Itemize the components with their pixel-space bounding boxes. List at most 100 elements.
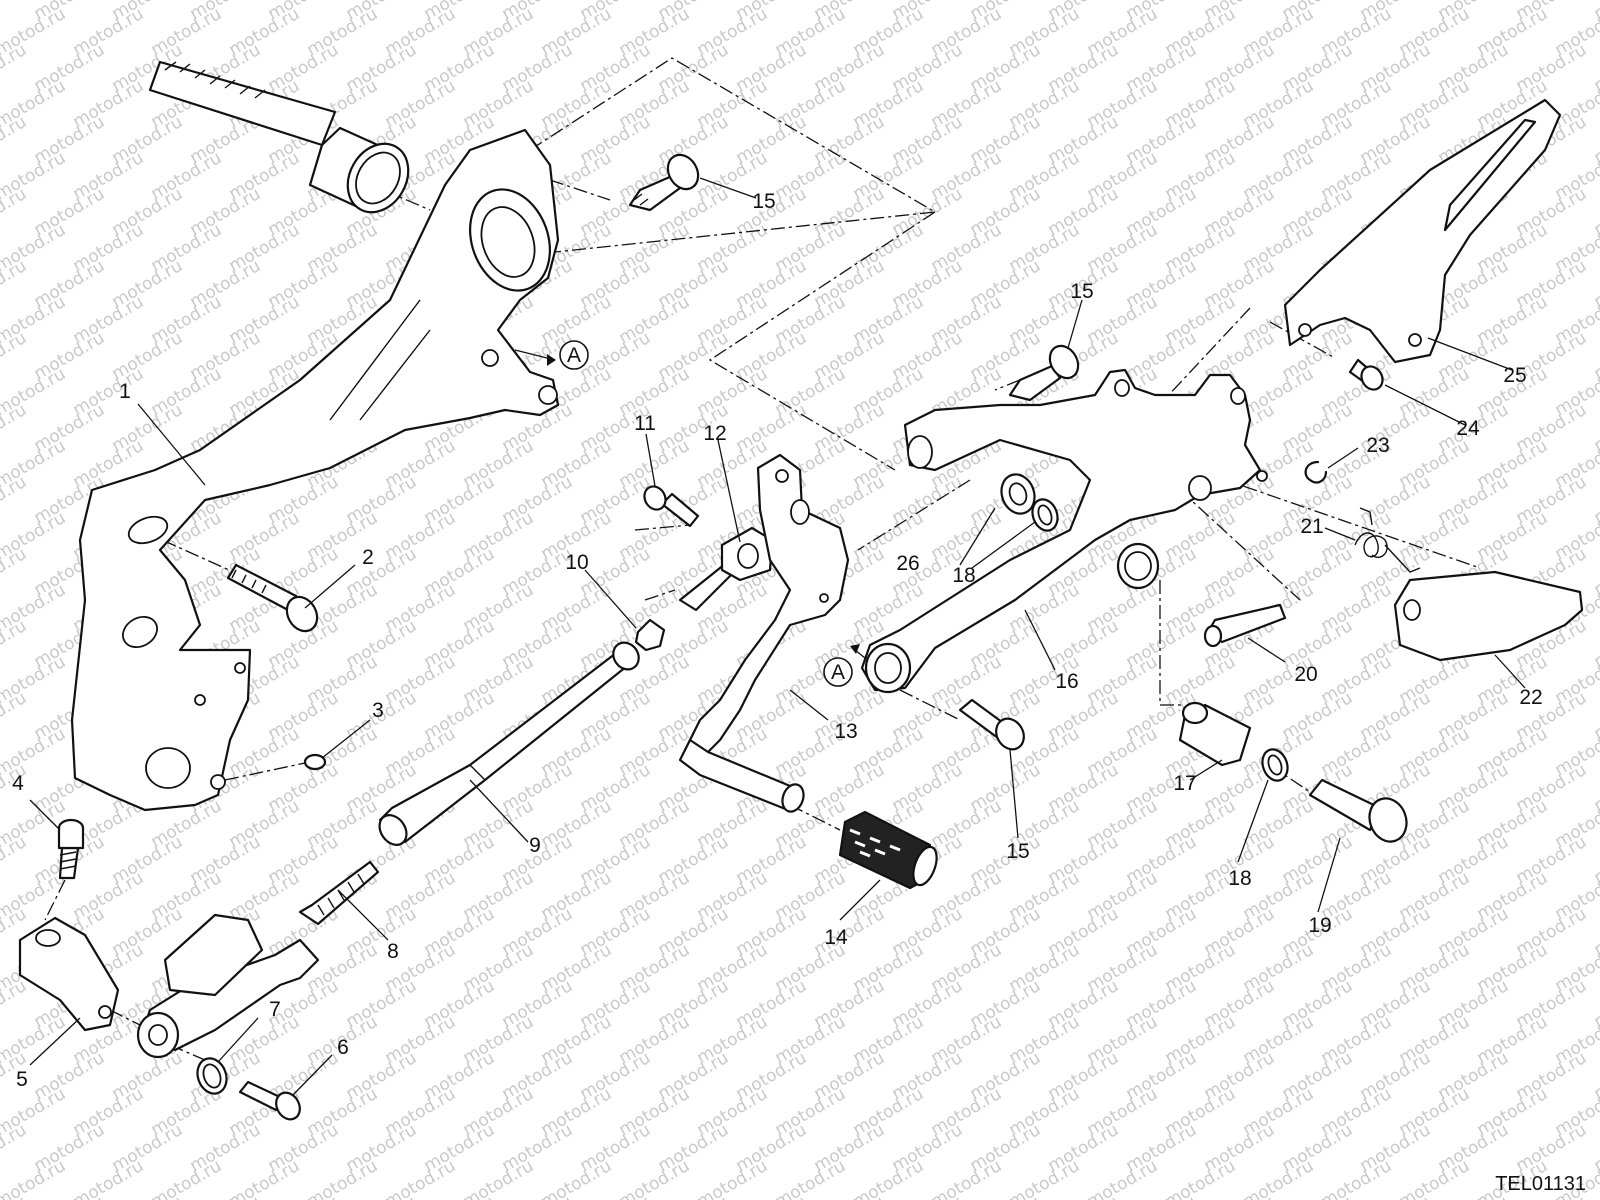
reference-marker-a-upper: A	[514, 340, 589, 370]
watermark-text: motod.ru	[0, 0, 30, 24]
callout-22: 22	[1519, 686, 1542, 709]
callout-2: 2	[362, 546, 374, 569]
watermark-text: motod.ru	[0, 1120, 30, 1176]
bolt-part-4	[57, 818, 85, 880]
watermark-text: motod.ru	[0, 112, 30, 168]
watermark-text: motod.ru	[0, 40, 30, 96]
watermark-text: motod.ru	[772, 1156, 850, 1200]
callout-23: 23	[1366, 434, 1389, 457]
watermark-text: motod.ru	[538, 1156, 616, 1200]
threaded-rod-part-8	[136, 860, 380, 1059]
drawing-code: TEL01131	[1495, 1173, 1586, 1195]
washer-part-26	[1000, 473, 1036, 515]
watermark-text: motod.ru	[928, 1156, 1006, 1200]
watermark-text: motod.ru	[1240, 1156, 1318, 1200]
watermark-text: motod.ru	[148, 1156, 226, 1200]
watermark-text: motod.ru	[382, 1156, 460, 1200]
footpeg-part-22	[1393, 570, 1584, 662]
watermark-text: motod.ru	[0, 544, 30, 600]
footpeg-bracket-part	[70, 60, 560, 812]
callout-10: 10	[565, 551, 588, 574]
footpeg-holder-part-16	[860, 368, 1268, 694]
callout-9: 9	[529, 834, 541, 857]
callout-18-upper: 18	[952, 564, 975, 587]
washer-part-18-upper	[1031, 498, 1059, 532]
watermark-text: motod.ru	[0, 832, 30, 888]
washer-part-18-lower	[1261, 748, 1289, 782]
reference-marker-label: A	[567, 344, 581, 367]
callout-1: 1	[119, 380, 131, 403]
callout-15-lower: 15	[1006, 840, 1029, 863]
callout-25: 25	[1503, 364, 1526, 387]
watermark-text: motod.ru	[850, 1156, 928, 1200]
callout-14: 14	[824, 926, 848, 949]
callout-20: 20	[1294, 663, 1317, 686]
bolt-part-2	[226, 563, 319, 633]
bolt-part-6	[238, 1080, 301, 1121]
watermark-text: motod.ru	[0, 328, 30, 384]
watermark-text: motod.ru	[694, 1156, 772, 1200]
watermark-text: motod.ru	[616, 1156, 694, 1200]
pin-part-20	[1203, 603, 1287, 648]
callout-19: 19	[1308, 914, 1331, 937]
watermark-text: motod.ru	[0, 256, 30, 312]
watermark-text: motod.ru	[0, 400, 30, 456]
bolt-part-15-upper	[628, 153, 700, 212]
spring-part-21	[1354, 507, 1421, 573]
watermark-text: motod.ru	[0, 688, 30, 744]
callout-16: 16	[1055, 670, 1078, 693]
heel-guard-part-25	[1283, 98, 1562, 364]
callout-13: 13	[834, 720, 857, 743]
callout-26: 26	[896, 552, 919, 575]
watermark-text: motod.ru	[1084, 1156, 1162, 1200]
callout-15-middle: 15	[1070, 280, 1093, 303]
watermark-text: motod.ru	[0, 1192, 30, 1200]
bolt-part-15-middle	[1008, 344, 1080, 402]
watermark-text: motod.ru	[1591, 0, 1600, 24]
bolt-part-15-lower	[958, 698, 1025, 751]
watermark-text: motod.ru	[0, 616, 30, 672]
reference-marker-label: A	[831, 661, 845, 684]
rod-end-part-12	[678, 526, 774, 612]
callout-leaders	[29, 177, 1526, 1097]
watermark-text: motod.ru	[0, 976, 30, 1032]
shift-rod-part-9	[378, 641, 640, 846]
rubber-peg-part-14	[838, 810, 938, 890]
watermark-text: motod.ru	[1006, 1156, 1084, 1200]
watermark-text: motod.ru	[1162, 1156, 1240, 1200]
callout-24: 24	[1456, 417, 1480, 440]
watermark-text: motod.ru	[304, 1156, 382, 1200]
callout-17: 17	[1173, 772, 1196, 795]
callout-3: 3	[372, 699, 384, 722]
assembly-lines	[44, 57, 1481, 1061]
callout-labels: 1 2 3 4 5 6 7 8 9 10 11 12 13 14 15 15 1…	[12, 190, 1543, 1091]
bolt-part-11	[643, 485, 700, 528]
watermark-text: motod.ru	[1318, 1156, 1396, 1200]
callout-7: 7	[269, 998, 281, 1021]
callout-18-lower: 18	[1228, 867, 1251, 890]
screw-part-24	[1348, 358, 1384, 391]
watermark-text: motod.ru	[0, 472, 30, 528]
callout-11: 11	[634, 412, 656, 435]
watermark-text: motod.ru	[0, 184, 30, 240]
callout-21: 21	[1300, 515, 1323, 538]
callout-6: 6	[337, 1036, 349, 1059]
bushing-part-17	[1178, 701, 1252, 767]
watermark-text: motod.ru	[460, 1156, 538, 1200]
callout-5: 5	[16, 1068, 28, 1091]
plug-part-3	[303, 753, 327, 771]
callout-4: 4	[12, 772, 24, 795]
nut-part-10	[634, 618, 666, 652]
shoulder-bolt-part-19	[1308, 778, 1408, 843]
callout-8: 8	[387, 940, 399, 963]
callout-15-upper: 15	[752, 190, 775, 213]
washer-part-7	[196, 1057, 228, 1095]
lever-part-13	[678, 453, 850, 813]
watermark-text: motod.ru	[70, 1156, 148, 1200]
clamp-lever-part-5	[18, 916, 120, 1032]
callout-12: 12	[703, 422, 726, 445]
watermark-text: motod.ru	[1396, 1156, 1474, 1200]
circlip-part-23	[1304, 460, 1328, 484]
reference-marker-a-lower: A	[823, 644, 866, 687]
